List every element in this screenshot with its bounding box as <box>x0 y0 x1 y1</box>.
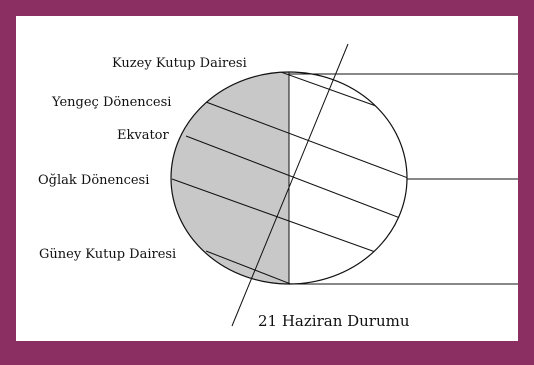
diagram-caption: 21 Haziran Durumu <box>258 312 410 330</box>
night-side <box>171 72 289 284</box>
earth-solstice-diagram: Kuzey Kutup Dairesi Yengeç Dönencesi Ekv… <box>16 16 518 341</box>
arctic-circle-label: Kuzey Kutup Dairesi <box>112 56 247 71</box>
antarctic-circle-label: Güney Kutup Dairesi <box>39 247 176 262</box>
tropic-capricorn-label: Oğlak Dönencesi <box>38 173 149 188</box>
equator-label: Ekvator <box>117 128 170 143</box>
arctic-circle-line <box>278 71 376 106</box>
tropic-cancer-label: Yengeç Dönencesi <box>51 95 171 110</box>
diagram-panel: Kuzey Kutup Dairesi Yengeç Dönencesi Ekv… <box>16 16 518 341</box>
